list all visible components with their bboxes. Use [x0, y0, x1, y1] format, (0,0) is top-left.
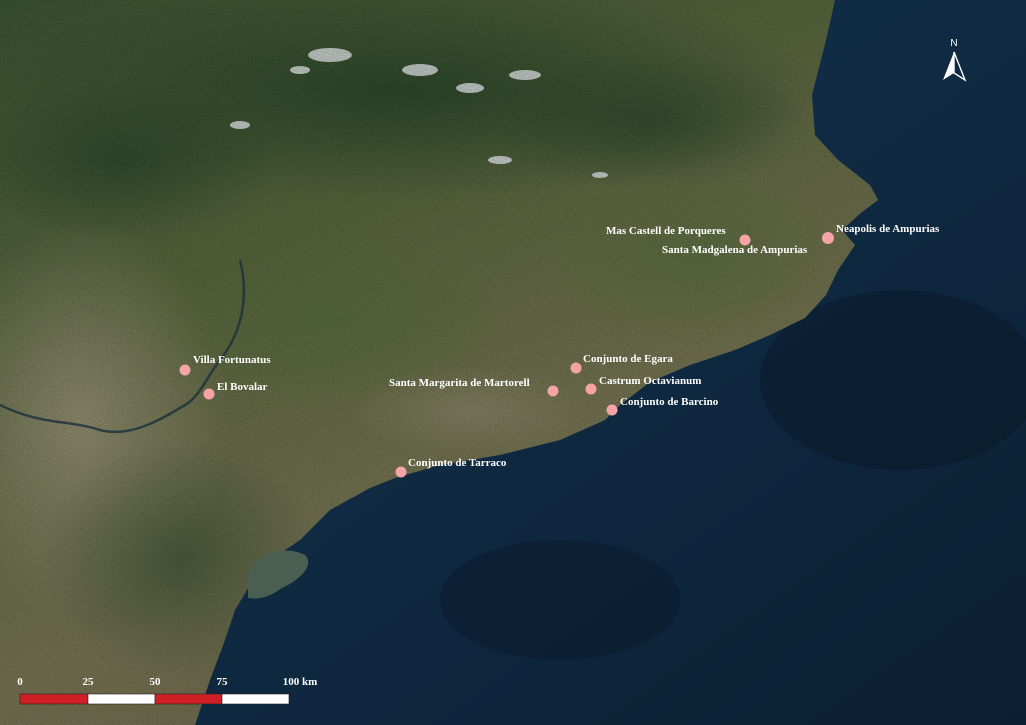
scale-segment	[87, 693, 156, 705]
site-marker-el-bovalar[interactable]	[203, 388, 215, 400]
site-marker-conjunto-de-barcino[interactable]	[606, 404, 618, 416]
ebro-delta	[248, 550, 309, 599]
north-label: N	[950, 38, 957, 49]
site-marker-neapolis-de-ampurias[interactable]	[822, 232, 834, 244]
site-label-mas-castell-de-porqueres: Mas Castell de Porqueres	[606, 225, 726, 237]
scale-end-label: 100 km	[283, 676, 318, 688]
site-label-conjunto-de-tarraco: Conjunto de Tarraco	[408, 457, 507, 469]
site-marker-santa-margarita-de-martorell[interactable]	[547, 385, 559, 397]
site-marker-conjunto-de-tarraco[interactable]	[395, 466, 407, 478]
site-label-conjunto-de-egara: Conjunto de Egara	[583, 353, 673, 365]
site-marker-conjunto-de-egara[interactable]	[570, 362, 582, 374]
scale-tick-50: 50	[150, 676, 162, 688]
site-label-el-bovalar: El Bovalar	[217, 381, 268, 393]
site-label-castrum-octavianum: Castrum Octavianum	[599, 375, 701, 387]
site-marker-castrum-octavianum[interactable]	[585, 383, 597, 395]
site-label-conjunto-de-barcino: Conjunto de Barcino	[620, 396, 719, 408]
site-marker-villa-fortunatus[interactable]	[179, 364, 191, 376]
archaeological-sites: Villa Fortunatus El Bovalar Mas Castell …	[179, 223, 940, 478]
scale-tick-0: 0	[17, 676, 23, 688]
scale-tick-75: 75	[217, 676, 229, 688]
sea-shadow	[440, 540, 680, 660]
site-marker-mas-castell-de-porqueres[interactable]	[739, 234, 751, 246]
site-label-neapolis-de-ampurias: Neapolis de Ampurias	[836, 223, 940, 235]
site-label-santa-margarita-de-martorell: Santa Margarita de Martorell	[389, 377, 530, 389]
site-label-villa-fortunatus: Villa Fortunatus	[193, 354, 271, 366]
scale-segment	[19, 693, 89, 705]
site-label-santa-madgalena-de-ampurias: Santa Madgalena de Ampurias	[662, 244, 808, 256]
north-arrow: N	[943, 38, 967, 82]
scale-segment	[154, 693, 223, 705]
scale-segment	[221, 693, 290, 705]
sea-shadow	[760, 290, 1026, 470]
scale-tick-25: 25	[83, 676, 95, 688]
scale-bar: 0 25 50 75 100 km	[17, 676, 318, 705]
